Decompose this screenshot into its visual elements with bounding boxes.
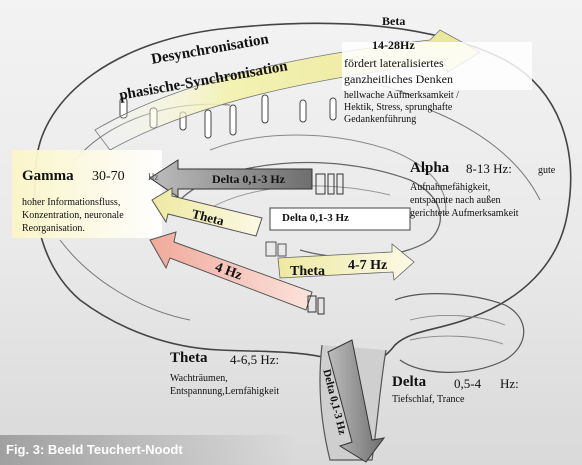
figure-caption: Fig. 3: Beeld Teuchert-Noodt [0, 435, 296, 465]
delta-mid-label: Delta 0,1-3 Hz [282, 212, 349, 224]
theta-bottom-note: Wachträumen, Entspannung,Lernfähigkeit [170, 372, 279, 398]
delta-top-cubes [316, 174, 343, 194]
alpha-suffix: gute [538, 165, 555, 176]
theta-bottom-freq: 4-6,5 Hz: [230, 352, 279, 368]
alpha-freq: 8-13 Hz: [466, 161, 512, 177]
alpha-name: Alpha [410, 160, 449, 177]
cerebellum-outline [395, 294, 524, 373]
delta-bottom-hz-unit: Hz: [500, 376, 519, 392]
beta-desc-1: fördert lateralisiertes [344, 56, 444, 71]
delta-bottom-note: Tiefschlaf, Trance [392, 394, 464, 406]
beta-freq: 14-28Hz [372, 38, 415, 53]
beta-desc-2: ganzheitliches Denken [344, 72, 453, 87]
theta-center-label: Theta [290, 264, 325, 280]
gamma-name: Gamma [22, 168, 74, 185]
gamma-freq: 30-70 [92, 169, 125, 185]
cerebellum-fold [410, 336, 503, 344]
alpha-note: Aufnahmefähigkeit, entspannte nach außen… [410, 181, 519, 220]
four-hz-cubes [308, 296, 324, 314]
cerebellum-fold [410, 315, 505, 325]
delta-bottom-freq: 0,5-4 [454, 376, 481, 392]
beta-note: hellwache Aufmerksamkeit / Hektik, Stres… [344, 90, 459, 126]
beta-name: Beta [382, 14, 405, 29]
theta-bottom-name: Theta [170, 350, 208, 367]
thalamus-cubes [266, 242, 286, 256]
delta-top-label: Delta 0,1-3 Hz [212, 172, 285, 187]
gamma-hz-unit: Hz [148, 172, 159, 182]
theta-center-freq: 4-7 Hz [348, 258, 387, 274]
gamma-note: hoher Informationsfluss, Konzentration, … [22, 196, 124, 235]
delta-bottom-name: Delta [392, 374, 426, 391]
